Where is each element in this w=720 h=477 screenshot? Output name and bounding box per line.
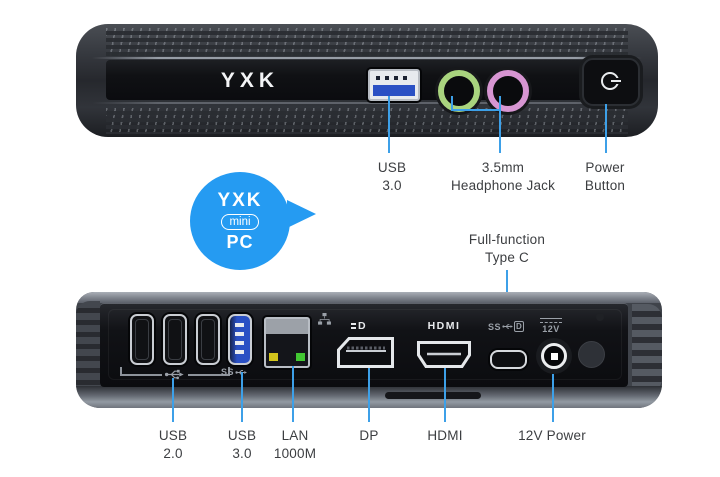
rear-round-button [578, 341, 605, 368]
network-icon [318, 313, 331, 325]
usb2-port-1 [130, 314, 154, 365]
dp-logo: D [351, 320, 379, 332]
hdmi-logo: HDMI [427, 320, 461, 332]
brand-logo: YXK [220, 69, 280, 92]
badge-pc: PC [226, 231, 254, 252]
hdmi-port [417, 341, 471, 368]
usb3-blue-tongue [373, 85, 415, 96]
typec-ss-dp-mark: SS D [488, 321, 525, 332]
dc-12v-mark: 12V [540, 318, 562, 334]
leader-line-power-button [605, 104, 607, 153]
lan-port [264, 317, 310, 368]
front-bottom-vent-texture [106, 108, 628, 134]
mini-pc-front-view: YXK [76, 24, 658, 137]
callout-hdmi: HDMI [427, 428, 463, 443]
callout-12v-power: 12V Power [518, 428, 586, 443]
rear-panel-recess [108, 309, 622, 380]
usb2-bracket-tick [120, 367, 122, 375]
front-bottom-rim-highlight [92, 102, 642, 104]
callout-dp: DP [359, 428, 379, 443]
rear-screw [596, 313, 604, 321]
rear-right-vent-cap [632, 304, 662, 396]
dp-port [337, 337, 394, 368]
badge-brand: YXK [217, 189, 263, 211]
leader-line-usb3-front [388, 96, 390, 153]
usb3-ss-mark: SS [221, 367, 248, 377]
leader-line-pink-jack [499, 96, 501, 153]
leader-line-green-jack [451, 96, 453, 111]
usb3-port-rear [228, 314, 252, 365]
lan-led-green [296, 353, 305, 361]
leader-line-hdmi [444, 368, 446, 422]
brand-badge-bubble: YXK mini PC [190, 172, 290, 270]
headphone-jack-green [438, 70, 480, 112]
leader-line-usb3-rear [241, 372, 243, 422]
lan-led-yellow [269, 353, 278, 361]
usb2-bracket [120, 374, 162, 376]
usb3-port-front [368, 69, 420, 101]
rear-bottom-slot [385, 392, 481, 399]
front-top-rim-highlight [92, 57, 642, 59]
leader-line-dp [368, 368, 370, 422]
badge-mini-pill: mini [221, 213, 259, 230]
leader-line-usb2 [172, 378, 174, 422]
usb2-port-3 [196, 314, 220, 365]
leader-line-lan [292, 366, 294, 422]
usb2-bracket [188, 374, 230, 376]
dc-power-jack [536, 338, 572, 374]
typec-port [490, 350, 527, 369]
power-icon [601, 72, 621, 90]
leader-line-jack-connector [451, 109, 501, 111]
usb2-port-2 [163, 314, 187, 365]
rear-top-edge [76, 292, 662, 303]
usb-trident-icon [164, 368, 184, 381]
leader-line-12v [552, 374, 554, 422]
rear-io-panel: SS [100, 303, 628, 387]
rear-left-vent-cap [76, 301, 100, 399]
usb2-bracket-tick [228, 367, 230, 375]
badge-pointer [287, 200, 316, 228]
front-top-vent-texture [106, 28, 628, 56]
mic-jack-pink [487, 70, 529, 112]
power-button [582, 58, 640, 106]
